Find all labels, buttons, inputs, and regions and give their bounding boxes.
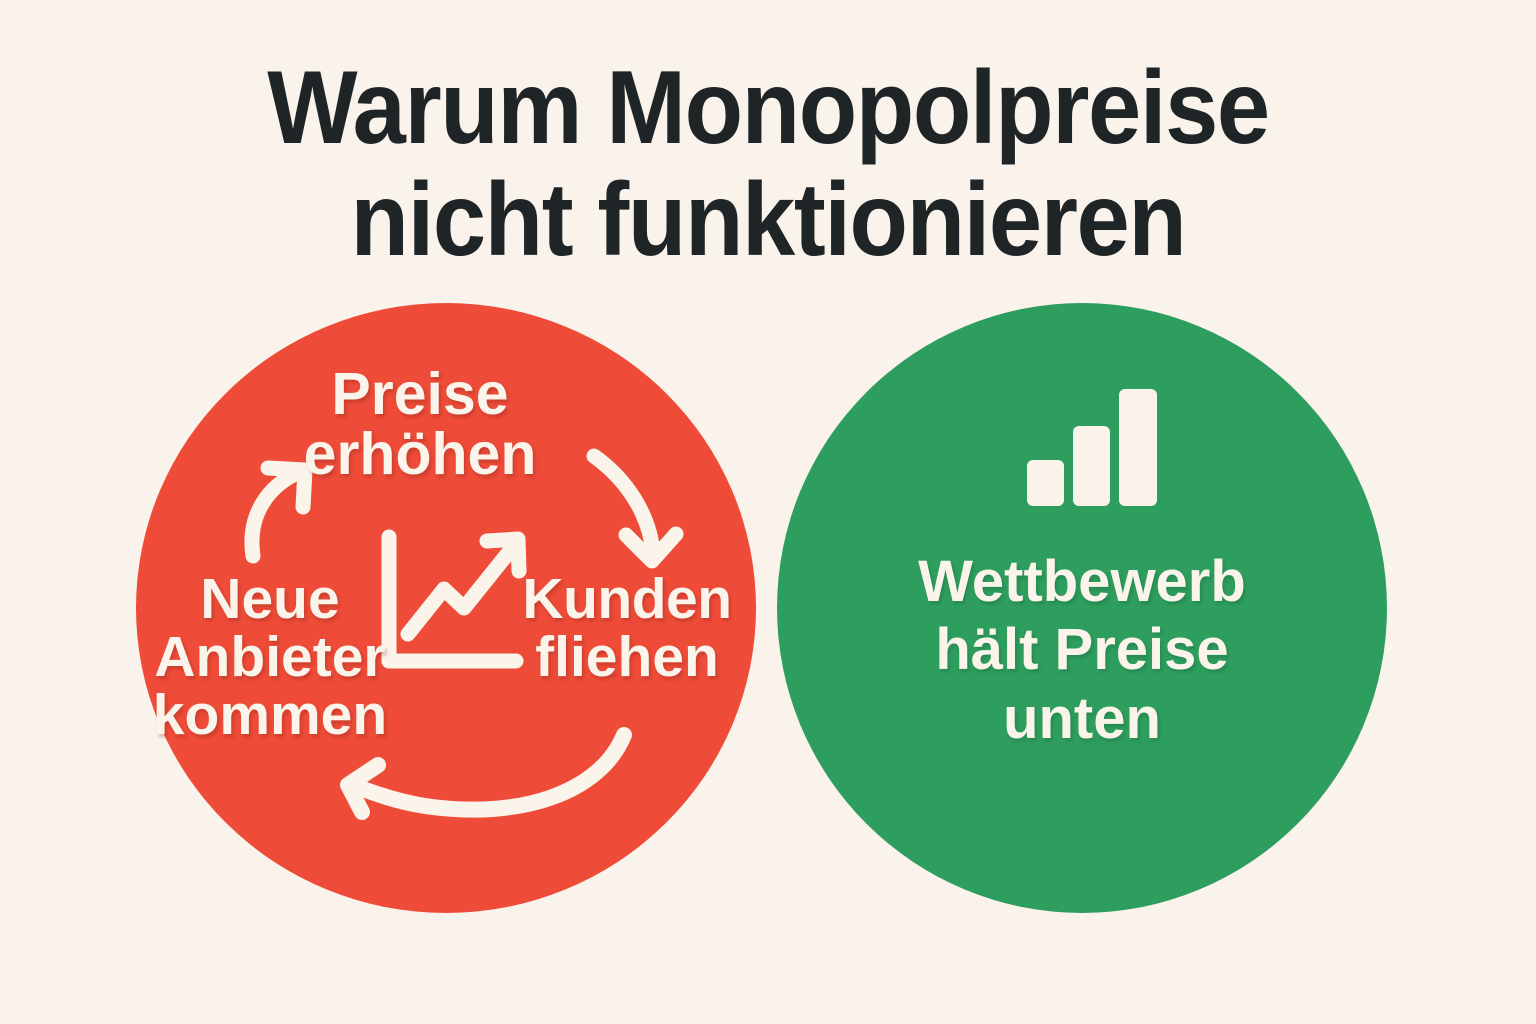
competition-outcome-label: Wettbewerb hält Preise unten [832,548,1332,753]
title-line-2: nicht funktionieren [350,162,1187,278]
cycle-step-preise-line1: Preise [331,361,509,427]
cycle-step-preise-erhoehen: Preise erhöhen [210,361,630,488]
page-title: Warum Monopolpreise nicht funktionieren [0,56,1536,272]
title-line-1: Warum Monopolpreise [267,50,1270,166]
competition-label-line1: Wettbewerb [918,549,1246,614]
competition-label-line3: unten [1003,685,1161,751]
cycle-step-kunden-fliehen: Kunden fliehen [498,570,756,686]
cycle-step-preise-line2: erhöhen [303,421,537,488]
bar-chart-bar-1 [1027,460,1064,506]
cycle-step-neue-anbieter-kommen: Neue Anbieter kommen [120,567,420,748]
competition-label-line2: hält Preise [935,617,1229,683]
cycle-step-neue-line1: Neue [200,567,340,631]
cycle-step-kunden-line2: fliehen [535,625,719,690]
competition-outcome-circle [777,303,1387,913]
bar-chart-bar-2 [1073,426,1110,506]
cycle-step-kunden-line1: Kunden [522,567,732,631]
bar-chart-bar-3 [1119,389,1157,506]
cycle-step-neue-line2: Anbieter [154,625,386,690]
cycle-step-neue-line3: kommen [152,683,388,748]
